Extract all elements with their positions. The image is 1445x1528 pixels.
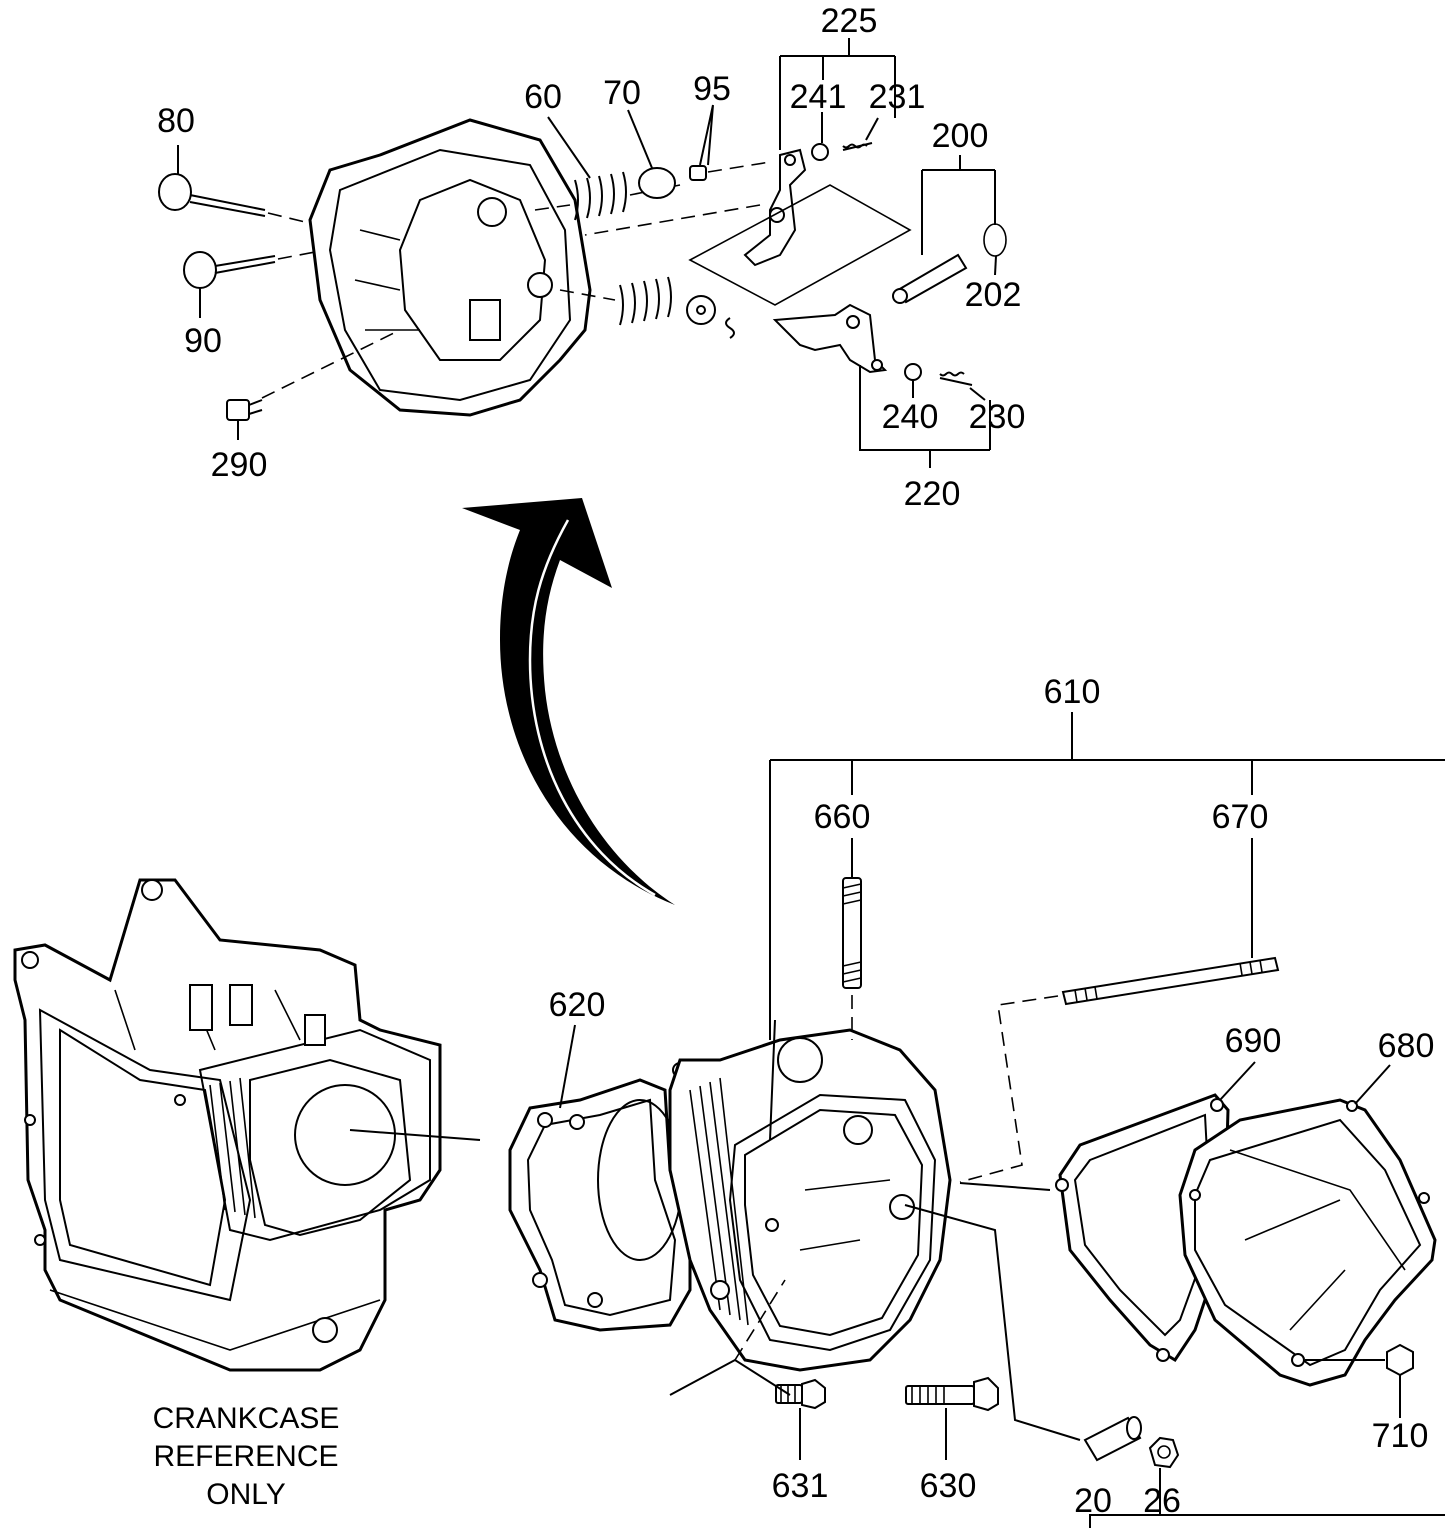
caption-line-1: CRANKCASE xyxy=(153,1402,340,1435)
spring-retainer xyxy=(638,167,716,325)
callout-290: 290 xyxy=(211,446,268,484)
adjuster-screw-231 xyxy=(842,142,873,151)
rocker-cover xyxy=(1178,1098,1437,1387)
callout-20: 20 xyxy=(1074,1482,1112,1520)
intake-valve xyxy=(158,173,306,223)
callout-240: 240 xyxy=(882,398,939,436)
adjuster-screw-230 xyxy=(939,371,973,386)
callout-231: 231 xyxy=(869,78,926,116)
exhaust-valve xyxy=(183,251,316,289)
rocker-cover-gasket xyxy=(959,1093,1230,1363)
head-bolt-290 xyxy=(226,329,401,421)
callout-230: 230 xyxy=(969,398,1026,436)
valve-spring-lower xyxy=(559,276,672,326)
callout-631: 631 xyxy=(772,1467,829,1505)
rocker-cover-bolt xyxy=(1386,1343,1414,1377)
rocker-arm-lower xyxy=(772,303,888,374)
callout-220: 220 xyxy=(904,475,961,513)
callout-80: 80 xyxy=(157,102,195,140)
dowel-pin xyxy=(1083,1416,1142,1462)
nut-26 xyxy=(1148,1436,1180,1469)
bolt-631-dash xyxy=(734,1279,786,1361)
callout-610: 610 xyxy=(1044,673,1101,711)
arrow-highlight xyxy=(528,519,656,897)
callout-225: 225 xyxy=(821,2,878,40)
cylinder-head-lower xyxy=(668,1019,952,1372)
stud-670 xyxy=(959,956,1280,1183)
callout-labels: 225 241 231 60 70 95 80 200 202 90 240 2… xyxy=(157,2,1434,1520)
rocker-guide-plate xyxy=(688,184,912,306)
head-bolt-631 xyxy=(775,1378,826,1410)
head-bolt-630 xyxy=(905,1376,999,1412)
callout-70: 70 xyxy=(603,74,641,112)
view-arrow xyxy=(462,498,675,905)
rocker-arm-upper xyxy=(584,148,807,267)
cylinder-head-upper xyxy=(308,118,592,417)
callout-202: 202 xyxy=(965,276,1022,314)
callout-241: 241 xyxy=(790,78,847,116)
stud-660 xyxy=(842,877,862,1040)
callout-690: 690 xyxy=(1225,1022,1282,1060)
adjuster-nut-241 xyxy=(811,143,829,161)
rocker-shaft xyxy=(892,223,1007,304)
caption-line-2: REFERENCE xyxy=(153,1440,338,1473)
callout-95: 95 xyxy=(693,70,731,108)
head-gasket xyxy=(508,1062,692,1332)
callout-670: 670 xyxy=(1212,798,1269,836)
leader-lines xyxy=(177,38,1445,1528)
callout-90: 90 xyxy=(184,322,222,360)
crankcase xyxy=(13,878,481,1372)
crankcase-caption: CRANKCASE REFERENCE ONLY xyxy=(153,1402,340,1511)
callout-710: 710 xyxy=(1372,1417,1429,1455)
valve-keepers xyxy=(689,161,771,339)
callout-620: 620 xyxy=(549,986,606,1024)
adjuster-nut-240 xyxy=(904,363,922,381)
callout-630: 630 xyxy=(920,1467,977,1505)
callout-200: 200 xyxy=(932,117,989,155)
callout-680: 680 xyxy=(1378,1027,1435,1065)
callout-60: 60 xyxy=(524,78,562,116)
callout-660: 660 xyxy=(814,798,871,836)
breather-leader xyxy=(904,1204,1081,1441)
callout-26: 26 xyxy=(1143,1482,1181,1520)
caption-line-3: ONLY xyxy=(206,1478,285,1511)
